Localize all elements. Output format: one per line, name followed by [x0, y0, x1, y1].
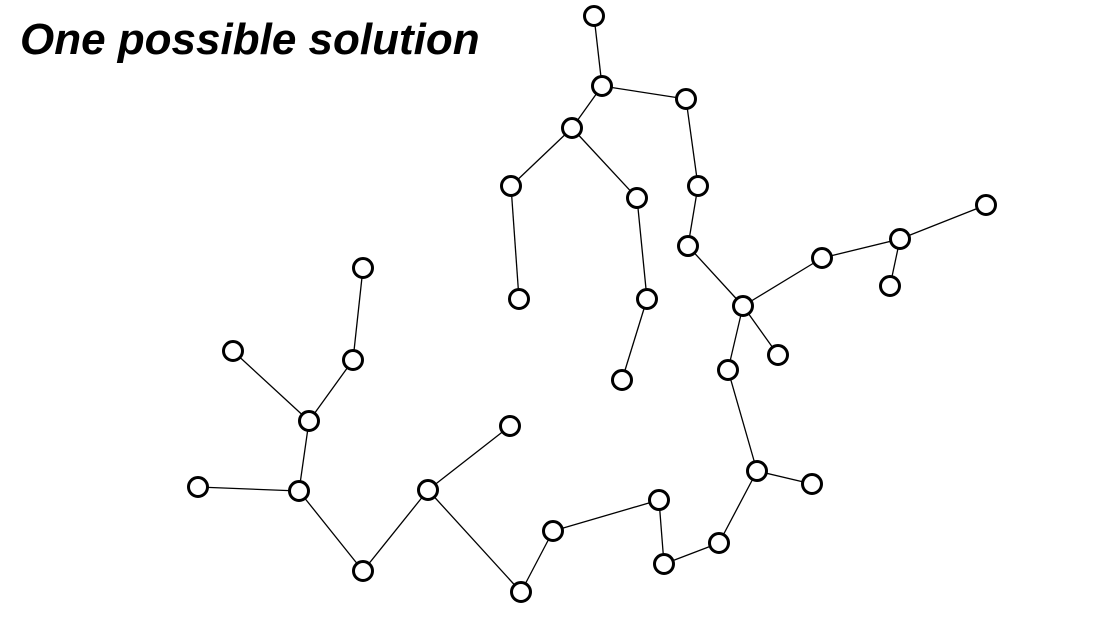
- graph-node: [542, 520, 564, 542]
- graph-node: [975, 194, 997, 216]
- graph-node: [648, 489, 670, 511]
- graph-edge: [510, 127, 573, 187]
- graph-edge: [308, 359, 354, 422]
- graph-node: [352, 560, 374, 582]
- graph-node: [675, 88, 697, 110]
- graph-node: [222, 340, 244, 362]
- node-layer: [187, 5, 997, 603]
- graph-node: [811, 247, 833, 269]
- graph-node: [417, 479, 439, 501]
- graph-edge: [232, 350, 310, 422]
- graph-node: [889, 228, 911, 250]
- graph-edge: [298, 490, 364, 572]
- graph-node: [677, 235, 699, 257]
- graph-edge: [621, 298, 648, 381]
- graph-node: [510, 581, 532, 603]
- graph-edge: [427, 489, 522, 593]
- graph-node: [508, 288, 530, 310]
- edge-layer: [197, 15, 987, 593]
- graph-node: [499, 415, 521, 437]
- graph-edge: [742, 257, 823, 307]
- page-title: One possible solution: [20, 15, 480, 64]
- graph-node: [767, 344, 789, 366]
- graph-node: [288, 480, 310, 502]
- graph-node: [352, 257, 374, 279]
- graph-edge: [601, 85, 687, 100]
- graph-node: [746, 460, 768, 482]
- graph-edge: [552, 499, 660, 532]
- graph-edge: [727, 369, 758, 472]
- graph-edge: [298, 420, 310, 492]
- graph-node: [708, 532, 730, 554]
- graph-node: [687, 175, 709, 197]
- graph-node: [636, 288, 658, 310]
- graph-node: [500, 175, 522, 197]
- graph-edge: [510, 185, 520, 300]
- graph-node: [591, 75, 613, 97]
- graph-node: [342, 349, 364, 371]
- graph-edge: [571, 127, 638, 199]
- graph-edge: [718, 470, 758, 544]
- graph-edge: [593, 15, 603, 87]
- graph-edge: [520, 530, 554, 593]
- graph-edge: [687, 245, 744, 307]
- graph-edge: [821, 238, 901, 259]
- graph-edge: [685, 98, 699, 187]
- graph-edge: [899, 204, 987, 240]
- graph-node: [187, 476, 209, 498]
- graph-edge: [352, 267, 364, 361]
- graph-node: [611, 369, 633, 391]
- graph-node: [732, 295, 754, 317]
- graph-node: [717, 359, 739, 381]
- graph-edge: [636, 197, 648, 300]
- graph-node: [801, 473, 823, 495]
- graph-edge: [427, 425, 511, 491]
- graph-edge: [362, 489, 429, 572]
- graph-node: [561, 117, 583, 139]
- graph-node: [653, 553, 675, 575]
- graph-edge: [197, 486, 300, 492]
- graph-node: [626, 187, 648, 209]
- graph-node: [298, 410, 320, 432]
- graph-node: [583, 5, 605, 27]
- graph-node: [879, 275, 901, 297]
